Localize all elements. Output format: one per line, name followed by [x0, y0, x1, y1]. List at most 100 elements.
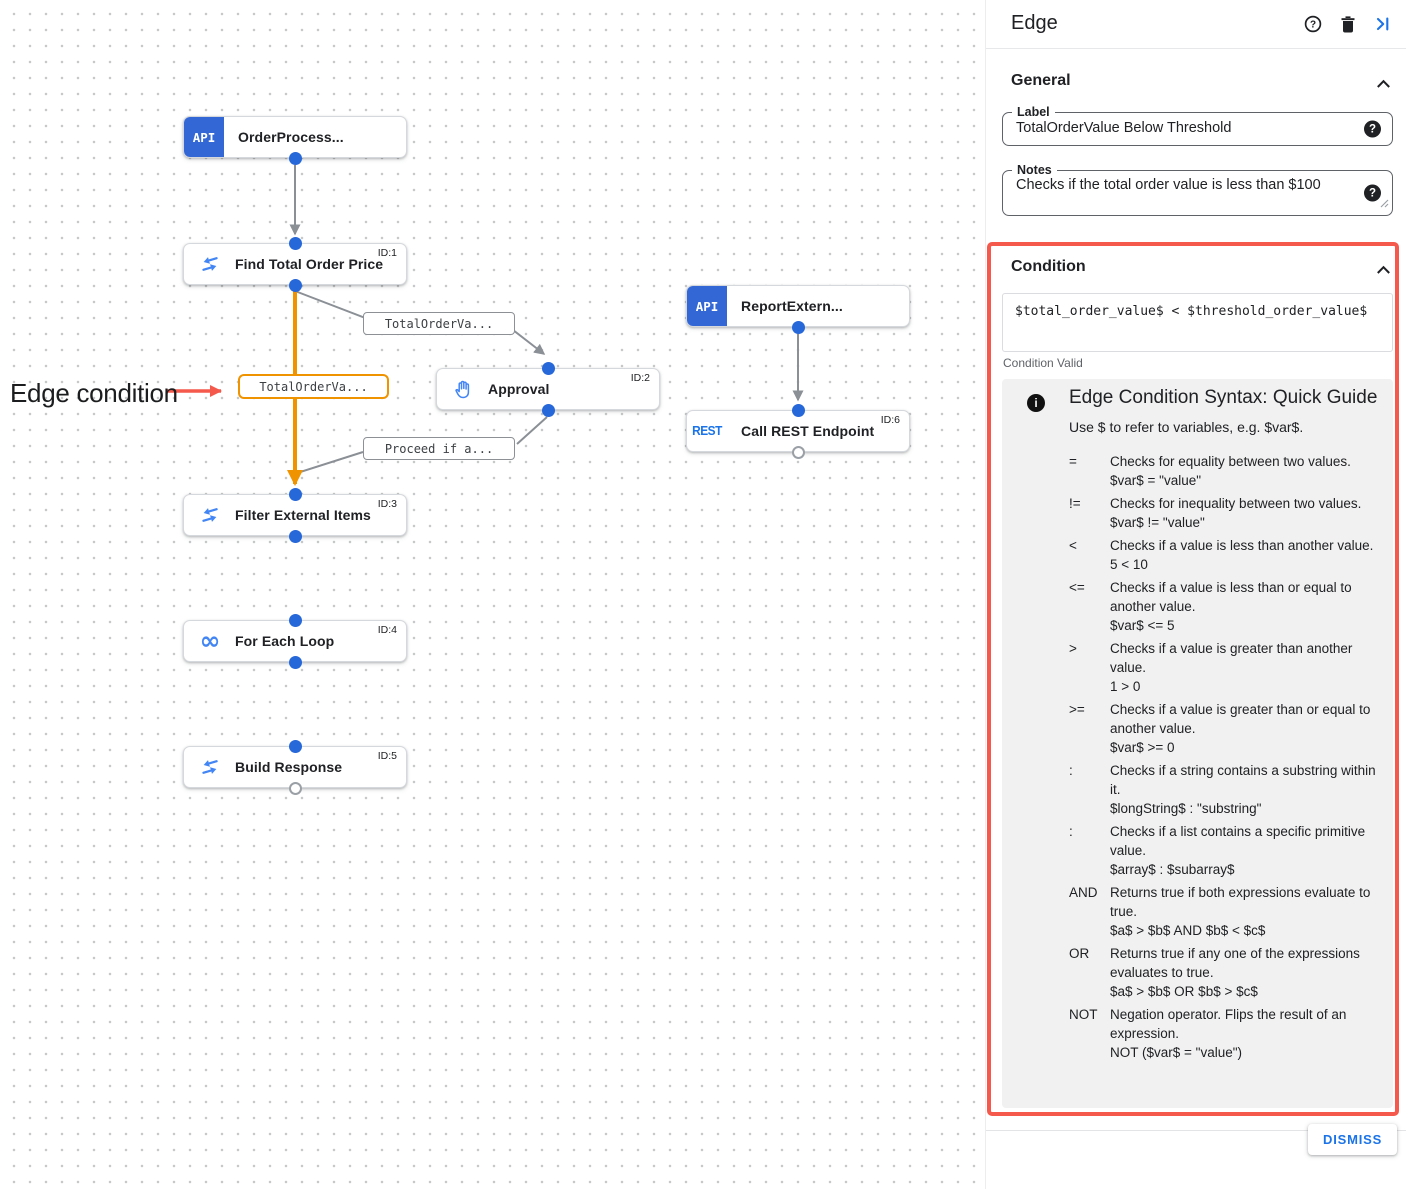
syntax-rule: >=Checks if a value is greater than or e… — [1069, 700, 1386, 757]
connector-dot[interactable] — [541, 403, 555, 417]
section-general: General — [1011, 72, 1071, 89]
node-title: Call REST Endpoint — [741, 423, 875, 439]
node-title: Find Total Order Price — [235, 256, 384, 272]
connector-dot[interactable] — [288, 236, 302, 250]
connector-dot[interactable] — [288, 278, 302, 292]
rule-example: $var$ = "value" — [1110, 473, 1202, 488]
edges-layer — [167, 165, 804, 486]
guide-subtitle: Use $ to refer to variables, e.g. $var$. — [1069, 419, 1304, 435]
rule-operator: : — [1069, 824, 1073, 839]
help-icon[interactable]: ? — [1303, 14, 1323, 34]
data-mapping-icon — [198, 503, 222, 527]
delete-edge-icon[interactable] — [1339, 14, 1357, 34]
api-icon: API — [184, 117, 224, 157]
resize-handle-icon[interactable] — [1380, 195, 1389, 213]
rule-description: Checks if a value is greater than or equ… — [1110, 700, 1386, 757]
notes-field: Notes Checks if the total order value is… — [1002, 163, 1393, 216]
rule-description: Checks if a value is less than another v… — [1110, 536, 1386, 574]
info-icon: i — [1027, 394, 1045, 412]
dismiss-button[interactable]: DISMISS — [1308, 1124, 1398, 1155]
rule-description: Checks for inequality between two values… — [1110, 494, 1386, 532]
syntax-rule: <= Checks if a value is less than or equa… — [1069, 578, 1386, 635]
rule-operator: : — [1069, 763, 1073, 778]
connector-dot[interactable] — [791, 445, 805, 459]
collapse-condition-icon[interactable] — [1376, 262, 1391, 280]
rule-description: Checks if a string contains a substring … — [1110, 761, 1386, 818]
label-field: Label ? — [1002, 105, 1393, 146]
collapse-general-icon[interactable] — [1376, 76, 1391, 94]
connector-dot[interactable] — [288, 151, 302, 165]
syntax-rule: : Checks if a list contains a specific pr… — [1069, 822, 1386, 879]
rule-example: 5 < 10 — [1110, 557, 1148, 572]
edge-approval-filter[interactable] — [294, 451, 364, 482]
connector-dot[interactable] — [288, 781, 302, 795]
api-icon: API — [687, 286, 727, 326]
rule-description: Checks if a value is greater than anothe… — [1110, 639, 1386, 696]
notes-help-icon[interactable]: ? — [1364, 184, 1381, 202]
edge-label-selected[interactable]: TotalOrderVa... — [238, 374, 389, 399]
rule-example: $array$ : $subarray$ — [1110, 862, 1235, 877]
node-title: For Each Loop — [235, 633, 335, 649]
connector-dot[interactable] — [288, 613, 302, 627]
node-id-badge: ID:4 — [377, 624, 397, 636]
notes-field-label: Notes — [1012, 163, 1057, 177]
syntax-rule: AND Returns true if both expressions eval… — [1069, 883, 1386, 940]
collapse-panel-icon[interactable] — [1373, 14, 1393, 34]
connector-dot[interactable] — [791, 320, 805, 334]
rule-example: $a$ > $b$ AND $b$ < $c$ — [1110, 923, 1266, 938]
connector-dot[interactable] — [288, 655, 302, 669]
syntax-rule: < Checks if a value is less than another … — [1069, 536, 1386, 574]
edge-label[interactable]: Proceed if a... — [363, 437, 515, 460]
rule-operator: AND — [1069, 885, 1098, 900]
rule-operator: <= — [1069, 580, 1085, 595]
edge-label[interactable]: TotalOrderVa... — [363, 312, 515, 335]
label-help-icon[interactable]: ? — [1364, 120, 1381, 138]
node-approval[interactable]: Approval ID:2 — [436, 368, 660, 410]
connector-dot[interactable] — [288, 487, 302, 501]
rule-description: Checks if a list contains a specific pri… — [1110, 822, 1386, 879]
rule-description: Returns true if both expressions evaluat… — [1110, 883, 1386, 940]
rule-example: 1 > 0 — [1110, 679, 1141, 694]
node-id-badge: ID:2 — [630, 372, 650, 384]
edge-properties-panel: Edge ? General Label ? — [985, 0, 1406, 1189]
syntax-rule: : Checks if a string contains a substring… — [1069, 761, 1386, 818]
label-field-label: Label — [1012, 105, 1055, 119]
notes-input[interactable]: Checks if the total order value is less … — [1016, 177, 1346, 211]
connector-dot[interactable] — [288, 739, 302, 753]
label-input[interactable] — [1016, 120, 1346, 136]
node-id-badge: ID:5 — [377, 750, 397, 762]
syntax-rules-list: =Checks for equality between two values.… — [1069, 452, 1386, 1066]
node-title: Build Response — [235, 759, 343, 775]
rule-operator: OR — [1069, 946, 1090, 961]
rule-description: Checks if a value is less than or equal … — [1110, 578, 1386, 635]
condition-valid-status: Condition Valid — [1003, 356, 1083, 370]
edge-approval-out[interactable] — [516, 416, 548, 445]
data-mapping-icon — [198, 252, 222, 276]
section-condition: Condition — [1011, 258, 1086, 275]
node-title: Approval — [488, 381, 550, 397]
rule-description: Negation operator. Flips the result of a… — [1110, 1005, 1386, 1062]
rule-example: $longString$ : "substring" — [1110, 801, 1262, 816]
condition-input[interactable]: $total_order_value$ < $threshold_order_v… — [1002, 293, 1393, 352]
rule-example: $var$ != "value" — [1110, 515, 1205, 530]
svg-text:?: ? — [1310, 20, 1316, 31]
connector-dot[interactable] — [791, 403, 805, 417]
syntax-rule: =Checks for equality between two values.… — [1069, 452, 1386, 490]
connector-dot[interactable] — [541, 361, 555, 375]
node-id-badge: ID:3 — [377, 498, 397, 510]
connector-dot[interactable] — [288, 529, 302, 543]
rule-example: $a$ > $b$ OR $b$ > $c$ — [1110, 984, 1258, 999]
rule-description: Checks for equality between two values.$… — [1110, 452, 1386, 490]
rule-operator: < — [1069, 538, 1077, 553]
edge-condition-annotation: Edge condition — [10, 378, 178, 408]
guide-title: Edge Condition Syntax: Quick Guide — [1069, 387, 1378, 408]
